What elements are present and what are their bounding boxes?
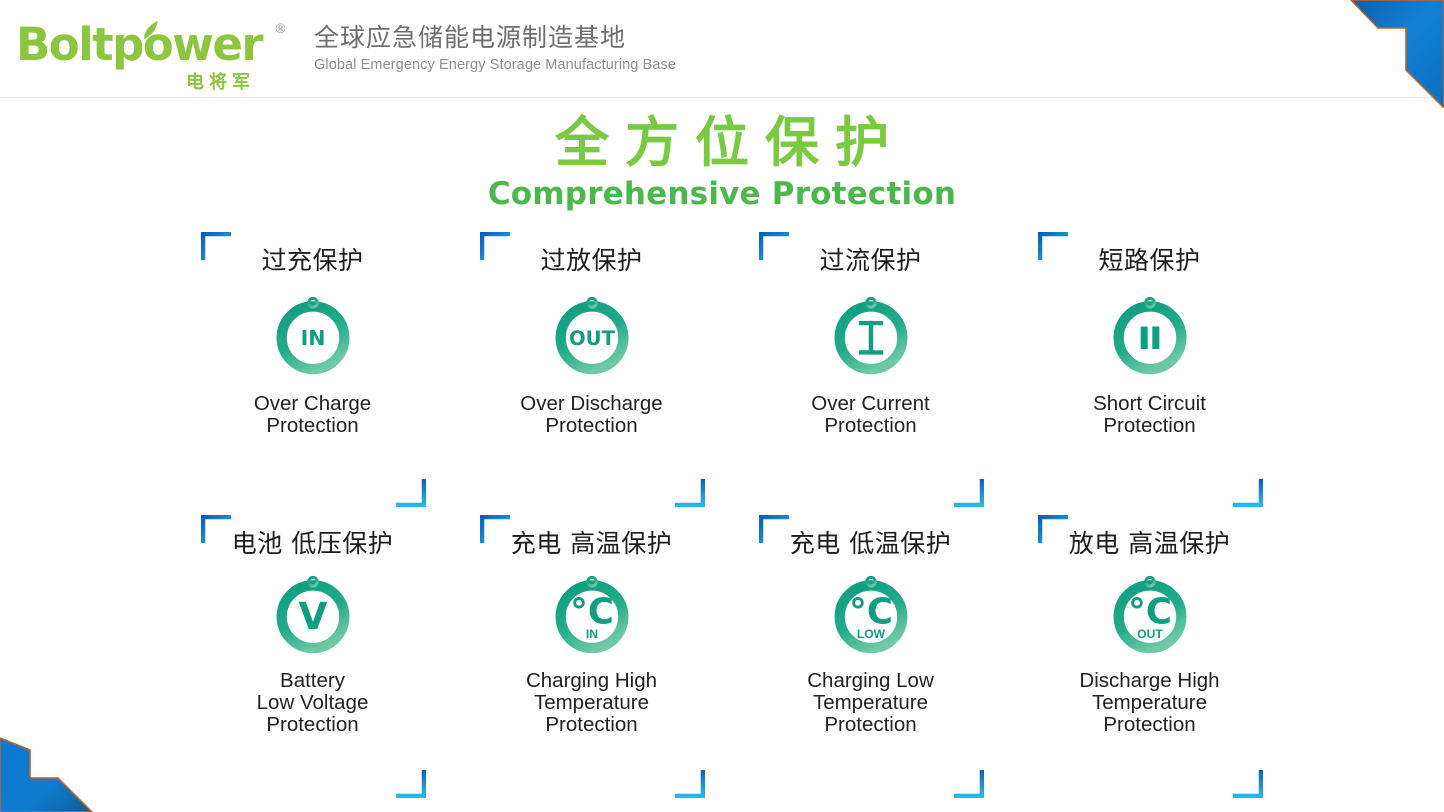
corner-decoration-bottom-left	[0, 737, 94, 812]
protection-feature-grid: 过充保护 IN Over Charge Protection 过放保护	[173, 232, 1289, 798]
card-title-chinese: 短路保护	[1098, 246, 1201, 275]
icon-sublabel: LOW	[856, 627, 885, 641]
icon-label: OUT	[568, 327, 615, 350]
logo-wordmark: Boltpower	[16, 18, 264, 71]
protection-card: 充电 高温保护 °C IN Charging High Temperature …	[452, 515, 731, 798]
icon-sublabel: OUT	[1137, 627, 1163, 641]
card-corner-bracket-tl	[201, 232, 231, 260]
tagline-english: Global Emergency Energy Storage Manufact…	[314, 56, 677, 73]
icon-sublabel: IN	[585, 627, 597, 641]
card-corner-bracket-tl	[201, 515, 231, 543]
card-icon	[1103, 291, 1197, 377]
card-title-chinese: 放电 高温保护	[1068, 529, 1231, 558]
page-title: 全方位保护 Comprehensive Protection	[0, 111, 1444, 213]
card-corner-bracket-br	[954, 770, 984, 798]
card-title-english: Battery Low Voltage Protection	[256, 668, 369, 736]
card-title-english: Over Current Protection	[811, 391, 930, 437]
ring-notch-dot	[306, 296, 319, 308]
card-corner-bracket-tl	[480, 515, 510, 543]
pause-bar-right	[1151, 326, 1159, 349]
ring-out-icon: OUT	[555, 296, 628, 374]
registered-trademark-icon: ®	[274, 22, 287, 37]
card-title-chinese: 充电 低温保护	[789, 529, 952, 558]
icon-label: IN	[300, 326, 325, 350]
ring-notch-dot	[1143, 575, 1156, 587]
card-corner-bracket-tl	[759, 515, 789, 543]
card-title-chinese: 充电 高温保护	[510, 529, 673, 558]
icon-label: °C	[1128, 591, 1172, 632]
card-icon: °C IN	[545, 570, 639, 656]
card-title-english: Over Charge Protection	[253, 391, 372, 437]
protection-card: 过流保护 Over Current Protection	[731, 232, 1010, 515]
ring-voltage-icon: V	[276, 575, 349, 653]
protection-card: 过充保护 IN Over Charge Protection	[173, 232, 452, 515]
page-header: Boltpower ® 电将军 全球应急储能电源制造基地 Global Emer…	[0, 0, 1444, 98]
protection-card: 短路保护 Short Circuit Protection	[1010, 232, 1289, 515]
ring-celsius-low-icon: °C LOW	[834, 575, 907, 653]
ring-notch-dot	[585, 575, 598, 587]
icon-label: °C	[570, 591, 614, 632]
card-title-english: Charging Low Temperature Protection	[807, 668, 934, 736]
ring-notch-dot	[306, 575, 319, 587]
card-corner-bracket-tl	[480, 232, 510, 260]
card-icon	[824, 291, 918, 377]
ring-pause-icon	[1113, 296, 1186, 374]
card-corner-bracket-tl	[1038, 515, 1068, 543]
card-title-english: Discharge High Temperature Protection	[1079, 668, 1220, 736]
ring-celsius-in-icon: °C IN	[555, 575, 628, 653]
card-icon: IN	[266, 291, 360, 377]
ring-notch-dot	[864, 296, 877, 308]
tagline-chinese: 全球应急储能电源制造基地	[314, 23, 627, 52]
card-icon: °C LOW	[824, 570, 918, 656]
card-title-chinese: 过充保护	[261, 246, 364, 275]
card-title-english: Charging High Temperature Protection	[525, 668, 658, 736]
icon-label: V	[298, 593, 327, 637]
protection-card: 放电 高温保护 °C OUT Discharge High Temperatur…	[1010, 515, 1289, 798]
card-title-english: Short Circuit Protection	[1093, 391, 1206, 437]
icon-label: °C	[849, 591, 893, 632]
card-corner-bracket-br	[954, 479, 984, 507]
ring-notch-dot	[864, 575, 877, 587]
pause-bar-left	[1140, 326, 1148, 349]
ring-notch-dot	[1143, 296, 1156, 308]
card-title-chinese: 过放保护	[540, 246, 643, 275]
card-title-chinese: 过流保护	[819, 246, 922, 275]
card-title-english: Over Discharge Protection	[520, 391, 663, 437]
card-corner-bracket-tl	[759, 232, 789, 260]
leaf-icon	[144, 21, 158, 39]
card-corner-bracket-br	[1233, 770, 1263, 798]
card-icon: V	[266, 570, 360, 656]
ring-celsius-out-icon: °C OUT	[1113, 575, 1186, 653]
ring-notch-dot	[585, 296, 598, 308]
card-icon: °C OUT	[1103, 570, 1197, 656]
protection-card: 充电 低温保护 °C LOW Charging Low Temperature …	[731, 515, 1010, 798]
boltpower-logomark: Boltpower ® 电将军	[16, 18, 288, 93]
card-corner-bracket-br	[396, 479, 426, 507]
card-title-chinese: 电池 低压保护	[231, 529, 394, 558]
brand-tagline: 全球应急储能电源制造基地 Global Emergency Energy Sto…	[314, 23, 677, 73]
card-corner-bracket-br	[396, 770, 426, 798]
protection-card: 过放保护 OUT Over Discharge Protection	[452, 232, 731, 515]
brand-logo: Boltpower ® 电将军 全球应急储能电源制造基地 Global Emer…	[16, 18, 677, 93]
page-title-chinese: 全方位保护	[555, 111, 905, 174]
ring-current-icon	[834, 296, 907, 374]
card-icon: OUT	[545, 291, 639, 377]
logo-chinese-mark: 电将军	[186, 72, 255, 93]
protection-card: 电池 低压保护 V Battery Low Voltage Protection	[173, 515, 452, 798]
card-corner-bracket-br	[675, 770, 705, 798]
header-divider	[0, 97, 1444, 98]
card-corner-bracket-tl	[1038, 232, 1068, 260]
card-corner-bracket-br	[1233, 479, 1263, 507]
page-title-english: Comprehensive Protection	[487, 176, 957, 213]
card-corner-bracket-br	[675, 479, 705, 507]
ring-in-icon: IN	[276, 296, 349, 374]
